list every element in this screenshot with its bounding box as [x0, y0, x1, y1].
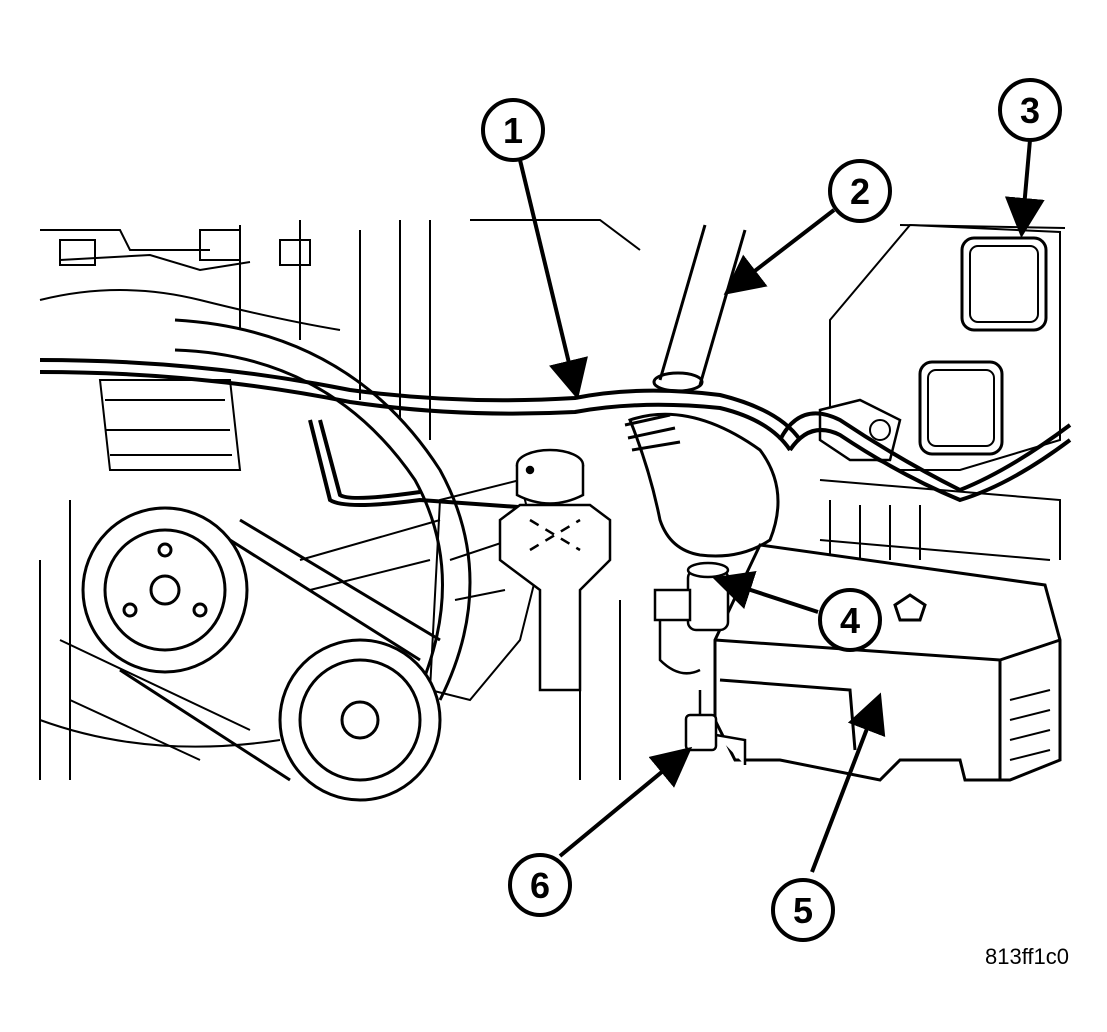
svg-text:2: 2	[850, 171, 870, 212]
ac-compressor	[81, 506, 249, 674]
air-duct	[624, 412, 780, 558]
leader-5	[810, 692, 886, 873]
callout-1: 1	[481, 98, 545, 162]
idler-pulley	[278, 638, 442, 802]
leader-1	[518, 159, 588, 400]
component-6	[684, 690, 747, 765]
callout-6: 6	[508, 853, 572, 917]
leader-4	[712, 570, 819, 614]
svg-text:4: 4	[840, 600, 860, 641]
figure-id: 813ff1c0	[984, 944, 1069, 969]
leader-3	[1004, 139, 1045, 238]
svg-text:6: 6	[530, 865, 550, 906]
coolant-reservoir	[498, 448, 612, 692]
callout-3: 3	[998, 78, 1062, 142]
svg-text:5: 5	[793, 890, 813, 931]
svg-text:3: 3	[1020, 90, 1040, 131]
wiring-harness	[39, 358, 1072, 512]
leader-2	[723, 208, 836, 295]
svg-text:1: 1	[503, 110, 523, 151]
callouts: 1 2 3 4 5 6	[481, 78, 1062, 942]
callout-2: 2	[828, 159, 892, 223]
coolant-hose	[174, 318, 472, 701]
leader-6	[558, 746, 693, 858]
drive-belt	[119, 518, 441, 782]
callout-leaders	[518, 139, 1045, 873]
callout-5: 5	[771, 878, 835, 942]
power-distribution-center	[713, 543, 1062, 782]
callout-4: 4	[818, 588, 882, 652]
